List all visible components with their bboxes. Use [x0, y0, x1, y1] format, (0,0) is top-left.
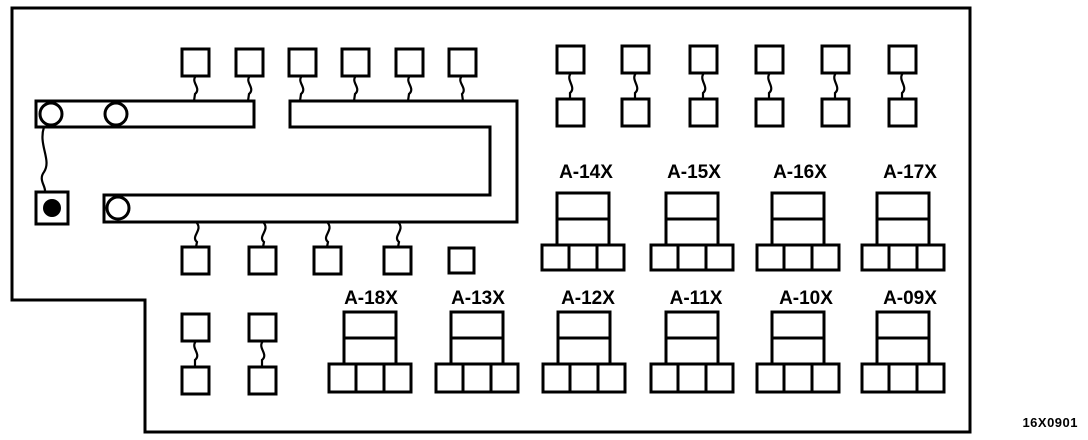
relay-a-16x	[755, 191, 841, 272]
relay-a-13x	[434, 310, 520, 394]
fuse	[555, 97, 586, 128]
fuse-wire	[900, 72, 906, 99]
bus-terminal	[105, 195, 131, 221]
fuse	[820, 97, 851, 128]
fuse	[887, 44, 918, 75]
relay-label-a-12x: A-12X	[561, 288, 615, 309]
relay-a-17x	[860, 191, 946, 272]
relay-label-a-13x: A-13X	[451, 288, 505, 309]
relay-label-a-14x: A-14X	[559, 162, 613, 183]
fuse-wire	[260, 221, 267, 248]
relay-label-a-11x: A-11X	[670, 288, 723, 309]
fuse-wire	[459, 75, 465, 102]
fuse	[180, 312, 211, 343]
fuse	[247, 312, 278, 343]
fuse-wire	[568, 72, 574, 99]
fuse	[180, 47, 211, 78]
fuse	[688, 44, 719, 75]
fuse-wire	[352, 75, 359, 102]
fuse-wire	[193, 221, 200, 248]
fuse-wire	[633, 72, 639, 99]
fuse	[447, 47, 478, 78]
fuse	[620, 97, 651, 128]
fuse	[340, 47, 371, 78]
fuse	[180, 245, 211, 276]
relay-a-14x	[540, 191, 626, 272]
relay-a-09x	[860, 310, 946, 394]
figure-code: 16X0901	[1022, 415, 1078, 430]
relay-label-a-17x: A-17X	[883, 162, 937, 183]
fuse	[180, 365, 211, 396]
fuse	[754, 97, 785, 128]
bus-terminal	[103, 101, 129, 127]
fuse	[247, 365, 278, 396]
fuse	[820, 44, 851, 75]
fuse	[887, 97, 918, 128]
fuse-wire	[767, 72, 773, 99]
spare-fuse	[447, 246, 476, 275]
relay-label-a-15x: A-15X	[667, 162, 721, 183]
fuse-wire	[395, 221, 402, 248]
bus-terminal	[38, 101, 64, 127]
fuse	[688, 97, 719, 128]
relay-a-10x	[755, 310, 841, 394]
fuse	[287, 47, 318, 78]
bus-bar-upper	[34, 99, 256, 129]
ground-wire	[40, 126, 48, 193]
fuse-wire	[701, 72, 707, 99]
fuse-wire	[324, 221, 331, 248]
fuse-wire	[260, 340, 266, 367]
panel-outline	[10, 6, 972, 434]
fuse-wire	[298, 75, 305, 102]
fuse-wire	[833, 72, 839, 99]
fuse	[382, 245, 413, 276]
relay-a-18x	[327, 310, 413, 394]
fuse	[312, 245, 343, 276]
fuse	[247, 245, 278, 276]
fuse	[234, 47, 265, 78]
fuse	[555, 44, 586, 75]
fuse-wire	[406, 75, 413, 102]
fuse	[394, 47, 425, 78]
relay-a-11x	[649, 310, 735, 394]
fuse-wire	[246, 75, 253, 102]
relay-label-a-18x: A-18X	[344, 288, 398, 309]
relay-a-12x	[541, 310, 627, 394]
relay-a-15x	[649, 191, 735, 272]
fuse-wire	[193, 340, 199, 367]
relay-label-a-10x: A-10X	[779, 288, 833, 309]
fuse	[620, 44, 651, 75]
bus-bar-u-shaped	[102, 99, 519, 224]
relay-label-a-16x: A-16X	[773, 162, 827, 183]
ground-stud	[43, 199, 61, 217]
fuse	[754, 44, 785, 75]
fuse-wire	[192, 75, 199, 102]
relay-label-a-09x: A-09X	[883, 288, 937, 309]
